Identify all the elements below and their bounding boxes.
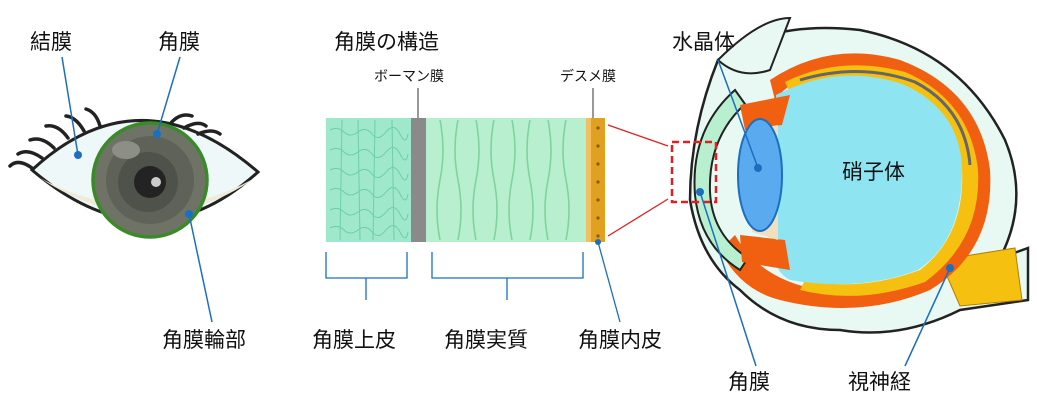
label-descemet: デスメ膜 [560,69,616,85]
endothelium-layer [591,118,605,242]
label-optic-nerve: 視神経 [848,370,911,394]
eyelashes [8,107,222,170]
cornea-structure-title: 角膜の構造 [334,30,439,54]
cornea-marker [153,130,161,138]
layer-brackets [325,241,621,323]
label-epithelium: 角膜上皮 [312,328,396,352]
label-vitreous: 硝子体 [842,160,905,184]
pupil [134,166,166,198]
cornea-highlight-box [670,140,718,204]
limbus-marker [185,210,193,218]
choroid [720,53,991,309]
lens [737,118,783,232]
vitreous-body [775,75,962,285]
label-cornea-section: 角膜 [728,370,770,394]
label-stroma: 角膜実質 [444,328,528,352]
cornea-section [693,88,750,272]
eye-cross-section [688,16,1030,334]
label-limbus: 角膜輪部 [162,328,246,352]
cornea-layers [326,118,605,242]
label-endothelium: 角膜内皮 [578,328,662,352]
conjunctiva-marker [74,151,82,159]
bowman-layer [411,118,426,242]
front-eye-illustration [8,107,261,239]
optic-nerve-marker [946,264,954,272]
label-lens: 水晶体 [672,30,735,54]
descemet-layer [586,118,591,242]
lens-marker [754,164,762,172]
label-cornea-front: 角膜 [158,30,200,54]
label-bowman: ボーマン膜 [374,69,444,85]
stroma-layer [426,118,586,242]
label-conjunctiva: 結膜 [30,30,72,54]
epithelium-layer [326,118,411,242]
cornea-section-marker [696,188,704,196]
